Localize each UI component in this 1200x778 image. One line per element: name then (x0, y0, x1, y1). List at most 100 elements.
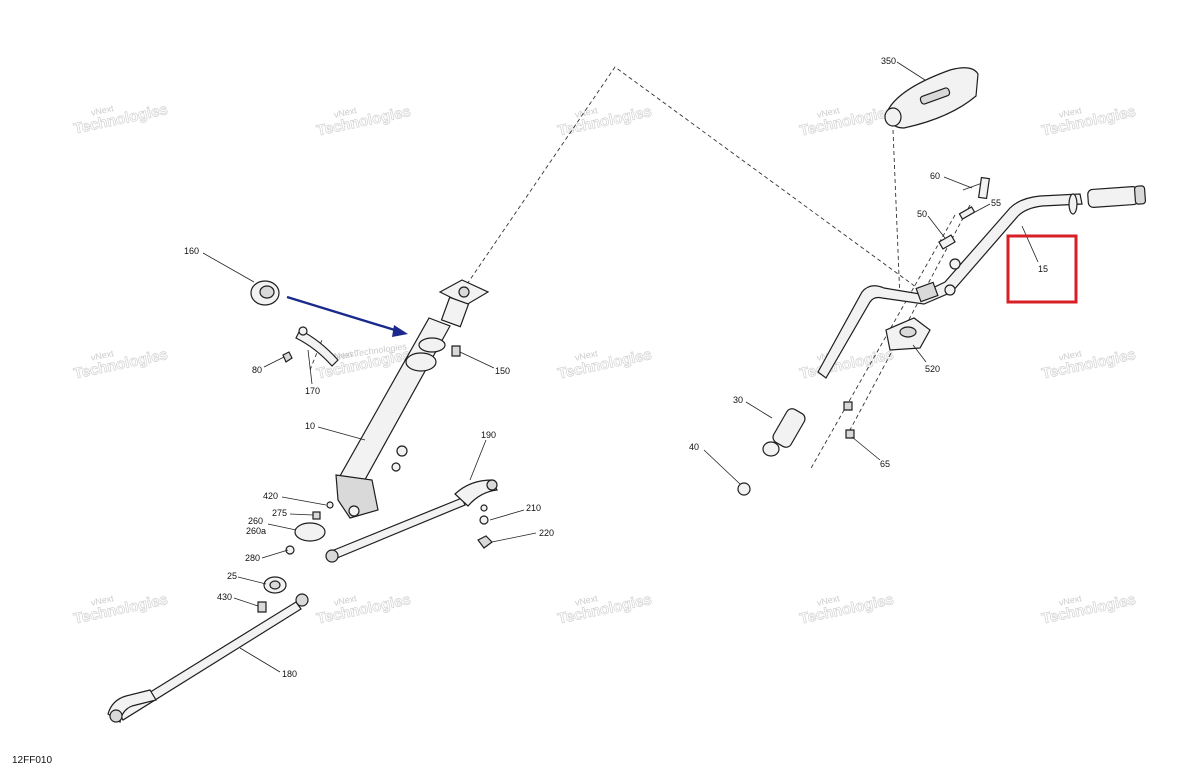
watermark-text: vNext (333, 593, 358, 608)
callout-30: 30 (733, 395, 743, 405)
tie-rod-lower-ball (109, 709, 123, 723)
riser-hole (899, 326, 917, 338)
watermark-text: Technologies (798, 103, 895, 140)
callout-190: 190 (481, 430, 496, 440)
clamp-170 (282, 326, 339, 367)
callout-labels: 350 60 55 50 15 520 30 65 40 160 80 170 … (184, 56, 1048, 679)
nut (391, 462, 401, 472)
callout-420: 420 (263, 491, 278, 501)
leader-lines (202, 61, 1039, 673)
pad-logo-plate (919, 87, 951, 105)
pad-end (884, 107, 902, 127)
nut-80 (282, 351, 293, 363)
callout-60: 60 (930, 171, 940, 181)
watermark-text: Technologies (72, 101, 169, 138)
clamp-50 (938, 234, 956, 250)
watermark-text: Technologies (556, 346, 653, 383)
assembly-guide-lines (309, 66, 971, 471)
tie-rod-inner-joint (325, 549, 339, 563)
handlebar-assembly (817, 185, 1147, 379)
end-cap-40 (737, 482, 751, 496)
direction-arrow (286, 295, 408, 337)
watermark-layer: vNext Technologies vNext Technologies vN… (72, 101, 1138, 628)
callout-280: 280 (245, 553, 260, 563)
tie-rod-lower-joint (295, 593, 309, 607)
callout-275: 275 (272, 508, 287, 518)
bolt-60 (977, 176, 991, 200)
watermark-text: Technologies (556, 103, 653, 140)
nut-upper (843, 401, 853, 411)
figure-code-label: 12FF010 (12, 755, 53, 766)
watermark-text: vNext (90, 103, 115, 118)
clamp-half (295, 329, 339, 367)
watermark-text: Technologies (315, 591, 412, 628)
callout-260a: 260a (246, 526, 266, 536)
watermark-text: vNext (574, 105, 599, 120)
watermark-text: Technologies (798, 591, 895, 628)
watermark-text: vNext (1058, 105, 1083, 120)
grip-body (772, 408, 806, 448)
grip-flange (1068, 193, 1078, 215)
tie-rod-ball (486, 479, 498, 491)
tie-rod-lower (107, 593, 309, 724)
watermark-text: vNext (574, 348, 599, 363)
watermark-text: Technologies (315, 103, 412, 140)
watermark-text: vNext (816, 593, 841, 608)
nut-65 (845, 429, 855, 439)
callout-160: 160 (184, 246, 199, 256)
bolt-head (451, 345, 461, 357)
watermark-text: Technologies (72, 346, 169, 383)
clamp-bolt (949, 258, 961, 270)
bearing-160 (250, 280, 280, 306)
clamp-bolt-lower (944, 284, 956, 296)
callout-170: 170 (305, 386, 320, 396)
callout-25: 25 (227, 571, 237, 581)
right-grip (1087, 186, 1139, 208)
callout-210: 210 (526, 503, 541, 513)
callout-80: 80 (252, 365, 262, 375)
watermark-text: Technologies (556, 591, 653, 628)
nut-280 (285, 545, 295, 555)
watermark-text: Technologies (798, 346, 895, 383)
top-plate-hole (458, 286, 470, 298)
callout-180: 180 (282, 669, 297, 679)
left-grip-30 (737, 408, 806, 496)
callout-40: 40 (689, 442, 699, 452)
callout-55: 55 (991, 198, 1001, 208)
nut-430 (257, 601, 267, 613)
callout-430: 430 (217, 592, 232, 602)
right-grip-end (1133, 185, 1147, 205)
column-bearing-ring (405, 352, 437, 372)
callout-220: 220 (539, 528, 554, 538)
column-hardware (257, 445, 408, 613)
watermark-text: vNext (333, 105, 358, 120)
clamp-top-55 (958, 206, 976, 220)
watermark-text: vNext (90, 348, 115, 363)
handlebar-pad-350 (884, 67, 979, 129)
callout-10: 10 (305, 421, 315, 431)
callout-260: 260 (248, 516, 263, 526)
washer-210 (479, 515, 489, 525)
center-band (915, 281, 939, 303)
callout-150: 150 (495, 366, 510, 376)
callout-520: 520 (925, 364, 940, 374)
column-lower-bracket (335, 474, 379, 519)
watermark-text: vNext (816, 105, 841, 120)
watermark-text: Technologies (1040, 591, 1137, 628)
bearing-25-inner (269, 580, 281, 590)
watermark-text: Technologies (72, 591, 169, 628)
watermark-text: vNext (1058, 348, 1083, 363)
watermark-text: vNext (90, 593, 115, 608)
column-top-neck (440, 296, 470, 328)
tie-rod-upper (325, 479, 498, 563)
plate-260 (294, 522, 326, 542)
watermark-text: vNext (333, 348, 358, 363)
watermark-text: vNext (1058, 593, 1083, 608)
callout-50: 50 (917, 209, 927, 219)
callout-15: 15 (1038, 264, 1048, 274)
highlight-box-part-15[interactable] (1006, 234, 1078, 304)
watermark-text: vNext (574, 593, 599, 608)
handlebar-clamp-hardware (938, 176, 991, 296)
